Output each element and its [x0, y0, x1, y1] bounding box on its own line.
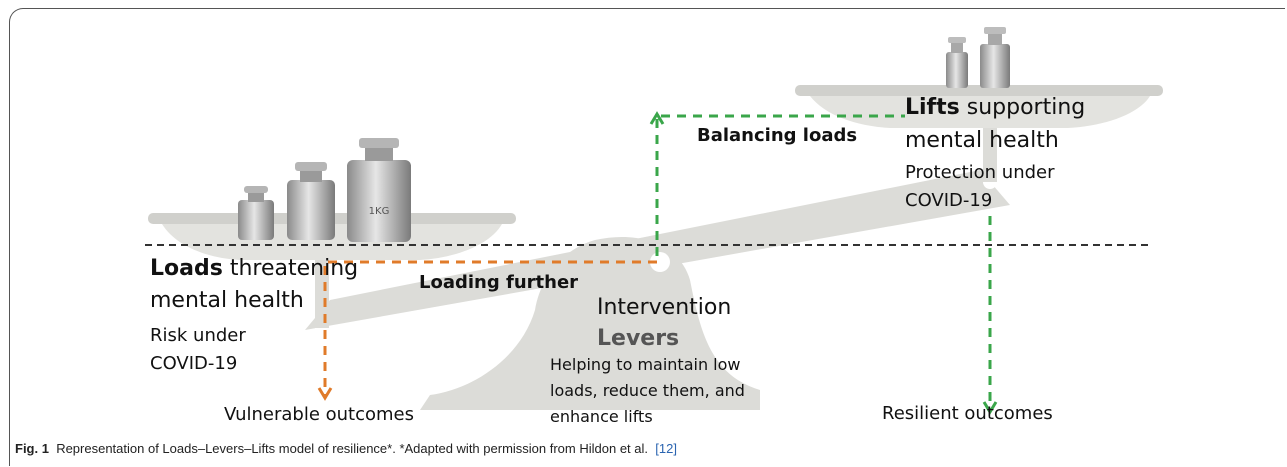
left-weights: 1KG: [238, 138, 411, 242]
weight-small: [238, 200, 274, 240]
resilient-outcomes: Resilient outcomes: [882, 403, 1053, 424]
loads-heading: Loads threatening: [150, 256, 359, 281]
weight-label: 1KG: [369, 206, 390, 217]
loading-further-arrow: [323, 260, 657, 395]
balancing-loads-arrow: [655, 114, 905, 256]
levers-label: Levers: [597, 326, 680, 351]
balancing-loads-label: Balancing loads: [697, 125, 858, 146]
lifts-line2: mental health: [905, 128, 1059, 153]
pivot-hole: [650, 252, 670, 272]
protection-line2: COVID-19: [905, 190, 993, 211]
right-hanger: [983, 120, 997, 182]
intervention-title: Intervention: [597, 295, 732, 320]
loading-further-label: Loading further: [419, 272, 579, 293]
risk-line1: Risk under: [150, 325, 246, 346]
loads-line2: mental health: [150, 288, 304, 313]
weight-large: [347, 160, 411, 242]
scale-base: [420, 236, 760, 410]
risk-line2: COVID-19: [150, 353, 238, 374]
intervention-desc-2: loads, reduce them, and: [550, 381, 745, 400]
right-weights: [946, 27, 1010, 88]
protection-line1: Protection under: [905, 162, 1055, 183]
vulnerable-outcomes: Vulnerable outcomes: [224, 404, 415, 425]
figure-caption: Fig. 1 Representation of Loads–Levers–Li…: [15, 441, 677, 456]
right-pan-rim: [795, 85, 1163, 96]
lifts-heading: Lifts supporting: [905, 95, 1086, 120]
intervention-desc-3: enhance lifts: [550, 407, 653, 426]
figure-frame: [9, 8, 1285, 466]
weight-medium: [287, 180, 335, 240]
intervention-desc-1: Helping to maintain low: [550, 355, 741, 374]
right-pan-bowl: [810, 96, 1150, 128]
